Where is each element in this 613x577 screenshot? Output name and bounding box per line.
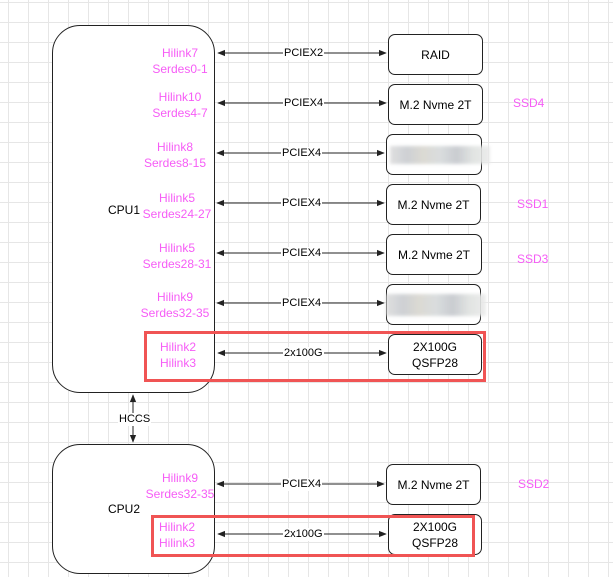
cpu2-label: CPU2 bbox=[108, 502, 141, 516]
link-label: PCIEX2 bbox=[283, 47, 325, 60]
ssd-tag: SSD2 bbox=[518, 477, 550, 491]
device-ssd2[interactable]: M.2 Nvme 2T bbox=[386, 464, 481, 505]
device-ssd1[interactable]: M.2 Nvme 2T bbox=[386, 184, 481, 225]
ssd-tag: SSD1 bbox=[517, 197, 549, 211]
device-raid[interactable]: RAID bbox=[388, 34, 483, 75]
cpu1-label: CPU1 bbox=[108, 203, 141, 217]
link-label: PCIEX4 bbox=[281, 247, 323, 260]
link-label: PCIEX4 bbox=[283, 97, 325, 110]
link-label: 2x100G bbox=[283, 528, 324, 541]
ssd-tag: SSD3 bbox=[517, 252, 549, 266]
link-label: PCIEX4 bbox=[281, 147, 323, 160]
cpu2-block[interactable] bbox=[52, 444, 215, 574]
device-ssd3[interactable]: M.2 Nvme 2T bbox=[386, 234, 482, 275]
redacted-text bbox=[386, 294, 486, 316]
highlight-box bbox=[151, 515, 475, 557]
hccs-label: HCCS bbox=[118, 413, 152, 426]
device-ssd4[interactable]: M.2 Nvme 2T bbox=[388, 84, 483, 125]
link-label: PCIEX4 bbox=[281, 297, 323, 310]
highlight-box bbox=[144, 331, 486, 382]
ssd-tag: SSD4 bbox=[513, 96, 545, 110]
link-label: PCIEX4 bbox=[281, 197, 323, 210]
redacted-text bbox=[390, 146, 490, 164]
link-label: 2x100G bbox=[283, 347, 324, 360]
link-label: PCIEX4 bbox=[281, 478, 323, 491]
